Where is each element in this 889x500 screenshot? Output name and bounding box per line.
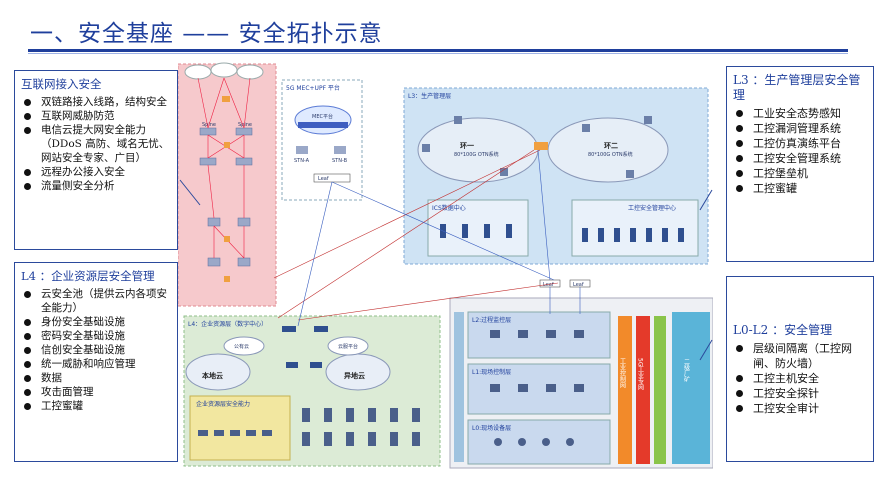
list-item: 云安全池（提供云内各项安全能力） bbox=[21, 287, 171, 315]
public-cloud-2-label: 云服平台 bbox=[338, 343, 358, 350]
list-item: 电信云提大网安全能力（DDoS 高防、域名无忧、网站安全专家、广目） bbox=[21, 123, 171, 165]
list-item: 工控蜜罐 bbox=[21, 399, 171, 413]
public-cloud-label: 公有云 bbox=[234, 343, 249, 350]
topology-diagram: Spine Spine 5G MEC+UPF 平台 MEC平台 STN-A ST… bbox=[177, 58, 714, 470]
column-secondary-plant bbox=[672, 312, 710, 464]
remote-cloud-label: 异地云 bbox=[344, 371, 365, 380]
internet-zone bbox=[177, 63, 277, 307]
l4-zone-label: L4：企业资源层（数字中心） bbox=[188, 320, 267, 328]
title-underline-thin bbox=[28, 53, 848, 54]
internet-security-panel: 互联网接入安全 双链路接入线路，结构安全 互联网威胁防范 电信云提大网安全能力（… bbox=[14, 70, 178, 250]
list-item: 数据 bbox=[21, 371, 171, 385]
ring1-label: 环一 bbox=[460, 142, 474, 150]
column-label-3: 二级厂矿 bbox=[683, 358, 690, 383]
l0-label: L0:现场设备层 bbox=[472, 424, 511, 432]
l1-label: L1:现场控制层 bbox=[472, 368, 511, 376]
stn-b-switch bbox=[334, 146, 346, 154]
leaf-label-l: Leaf bbox=[543, 282, 554, 288]
list-item: 互联网威胁防范 bbox=[21, 109, 171, 123]
ring2-sub: 80*100G OTN系统 bbox=[588, 151, 633, 158]
list-item: 攻击面管理 bbox=[21, 385, 171, 399]
ics-center-label: ICS数据中心 bbox=[432, 204, 466, 212]
internet-links bbox=[197, 77, 251, 259]
ics-sec-center-label: 工控安全管理中心 bbox=[628, 204, 676, 212]
title-underline bbox=[28, 49, 848, 52]
cross-links-blue bbox=[297, 149, 581, 327]
list-item: 工控主机安全 bbox=[733, 371, 867, 386]
l2-label: L2:过程监控层 bbox=[472, 316, 511, 324]
list-item: 密码安全基础设施 bbox=[21, 329, 171, 343]
list-item: 工控堡垒机 bbox=[733, 166, 867, 181]
spine-switches bbox=[199, 127, 253, 267]
list-item: 工控漏洞管理系统 bbox=[733, 121, 867, 136]
list-item: 远程办公接入安全 bbox=[21, 165, 171, 179]
local-cloud-label: 本地云 bbox=[201, 371, 223, 380]
mec-cloud-label: MEC平台 bbox=[312, 113, 333, 120]
l0l2-security-panel: L0-L2 ：安全管理 层级间隔离（工控网闸、防火墙） 工控主机安全 工控安全探… bbox=[726, 276, 874, 462]
list-item: 流量侧安全分析 bbox=[21, 179, 171, 193]
list-item: 工控安全审计 bbox=[733, 401, 867, 416]
stn-b-label: STN-B bbox=[332, 158, 348, 164]
cross-links-red bbox=[273, 149, 559, 321]
page-title: 一、安全基座 —— 安全拓扑示意 bbox=[30, 21, 383, 47]
side-bar-left bbox=[454, 312, 464, 462]
mec-label: 5G MEC+UPF 平台 bbox=[286, 84, 340, 92]
list-item: 工控安全探针 bbox=[733, 386, 867, 401]
column-industrial-control-net bbox=[618, 316, 632, 464]
enterprise-sec-label: 企业资源层安全能力 bbox=[196, 400, 250, 408]
l0-layer bbox=[467, 419, 611, 465]
public-cloud bbox=[223, 336, 265, 356]
firewall-icons bbox=[222, 96, 230, 282]
list-item: 双链路接入线路，结构安全 bbox=[21, 95, 171, 109]
public-cloud-2 bbox=[327, 336, 369, 356]
core-firewall bbox=[534, 142, 548, 150]
stn-a-label: STN-A bbox=[294, 158, 310, 164]
panel-heading: L0-L2 ：安全管理 bbox=[733, 323, 833, 337]
l4-servers bbox=[198, 408, 420, 446]
list-item: 信创安全基础设施 bbox=[21, 343, 171, 357]
stn-a-switch bbox=[296, 146, 308, 154]
list-item: 工控蜜罐 bbox=[733, 181, 867, 196]
list-item: 身份安全基础设施 bbox=[21, 315, 171, 329]
leaf-label-r: Leaf bbox=[573, 282, 584, 288]
ring-nodes bbox=[422, 116, 652, 178]
column-green bbox=[654, 316, 666, 464]
list-item: 统一威胁和响应管理 bbox=[21, 357, 171, 371]
l3-security-panel: L3 ：生产管理层安全管理 工业安全态势感知 工控漏洞管理系统 工控仿真演练平台… bbox=[726, 66, 874, 262]
list-item: 工控仿真演练平台 bbox=[733, 136, 867, 151]
l0-l2-devices bbox=[490, 330, 584, 446]
column-label-2: 5G工业专网 bbox=[637, 358, 644, 392]
panel-heading: L3 ：生产管理层安全管理 bbox=[733, 73, 861, 102]
ring2-label: 环二 bbox=[604, 142, 618, 150]
enterprise-security-capability bbox=[189, 395, 291, 461]
panel-heading: L4 ：企业资源层安全管理 bbox=[21, 269, 155, 283]
list-item: 工业安全态势感知 bbox=[733, 106, 867, 121]
leaf-label: Leaf bbox=[318, 176, 329, 182]
mec-modules bbox=[298, 122, 348, 128]
ring1-sub: 80*100G OTN系统 bbox=[454, 151, 499, 158]
l4-core-switches bbox=[282, 326, 328, 368]
local-cloud bbox=[185, 353, 251, 391]
l3-zone-label: L3：生产管理层 bbox=[408, 92, 451, 100]
list-item: 工控安全管理系统 bbox=[733, 151, 867, 166]
internet-clouds bbox=[184, 62, 264, 80]
column-5g-private-net bbox=[636, 316, 650, 464]
panel-heading: 互联网接入安全 bbox=[21, 77, 102, 91]
l4-security-panel: L4 ：企业资源层安全管理 云安全池（提供云内各项安全能力） 身份安全基础设施 … bbox=[14, 262, 178, 462]
column-label-1: 工业控制网 bbox=[619, 358, 626, 389]
list-item: 层级间隔离（工控网闸、防火墙） bbox=[733, 341, 867, 371]
spine-label-2: Spine bbox=[238, 122, 252, 128]
